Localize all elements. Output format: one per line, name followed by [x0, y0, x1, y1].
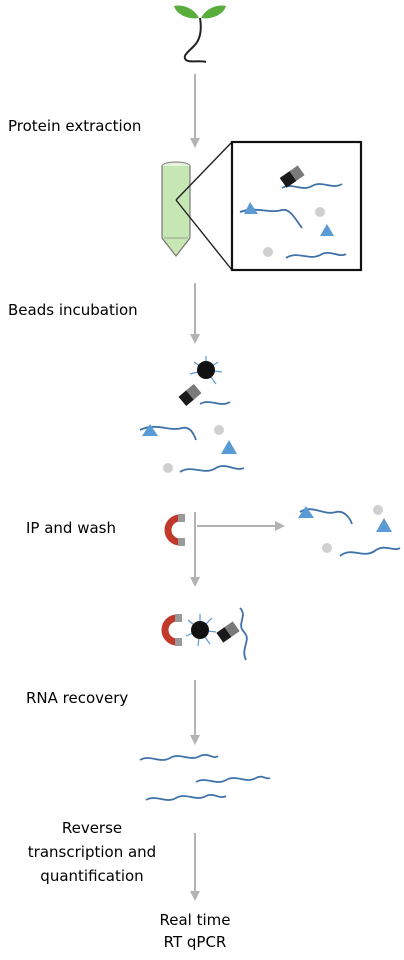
recovered-rna — [139, 753, 271, 801]
grey-dot — [214, 425, 224, 435]
seedling-icon — [174, 5, 226, 63]
step-label-rt-line3: quantification — [40, 867, 144, 885]
step-label-rt-line2: transcription and — [27, 843, 157, 861]
step-label-ip: IP and wash — [26, 519, 117, 537]
step-label-rt-line1: Reverse — [61, 819, 123, 837]
grey-dot — [163, 463, 173, 473]
magnet-bead-complex — [161, 607, 248, 661]
zoom-line-bottom — [175, 199, 233, 271]
final-label-line2: RT qPCR — [163, 933, 227, 951]
step-label-extraction: Protein extraction — [8, 117, 142, 135]
magnet-icon — [164, 514, 185, 546]
protein-triangle-icon — [221, 440, 237, 454]
rna-strand-icon — [139, 425, 197, 441]
protein-triangle-icon — [142, 424, 158, 436]
tube-icon — [161, 161, 191, 257]
step-label-beads: Beads incubation — [8, 301, 138, 319]
washed-components — [298, 505, 401, 557]
magnifier-box — [230, 140, 363, 272]
zoom-line-top — [175, 141, 233, 201]
bead-complex — [178, 356, 231, 407]
final-label-line1: Real time — [159, 911, 231, 929]
rna-strand-icon — [179, 465, 245, 473]
step-label-rna: RNA recovery — [26, 689, 129, 707]
